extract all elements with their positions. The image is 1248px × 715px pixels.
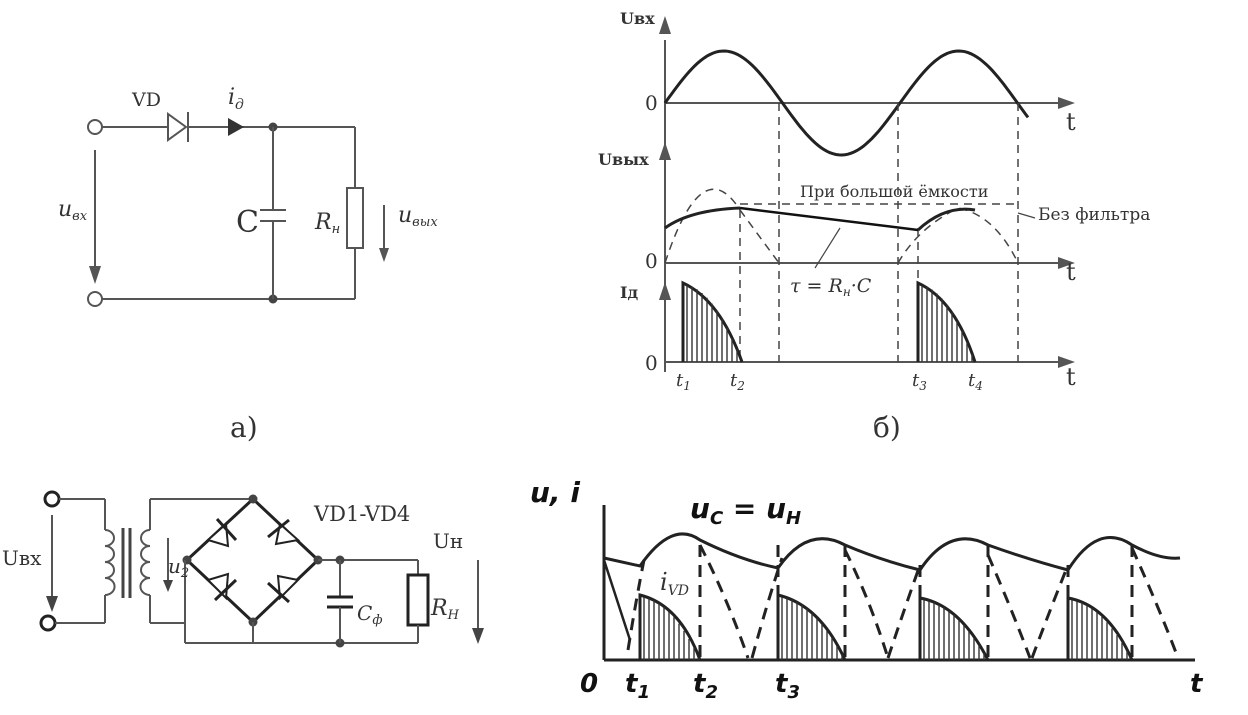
b-tau-label: τ = Rн·C — [790, 275, 872, 299]
b-t4: t4 — [968, 370, 983, 393]
b-t2: t2 — [730, 370, 745, 393]
b-current-pulse-2 — [916, 280, 977, 363]
b-input-sine — [663, 49, 1030, 157]
d-pulse-1 — [638, 593, 702, 661]
b-current-pulse-1 — [681, 280, 744, 363]
resistor-label: Rн — [314, 210, 340, 237]
capacitor-c — [260, 209, 286, 222]
c-u2-label: u2 — [168, 554, 189, 581]
caption-a: а) — [230, 411, 258, 444]
b-zero-2: 0 — [645, 249, 658, 273]
c-primary-coil — [104, 529, 116, 596]
input-terminal-top — [87, 119, 103, 135]
diode-label: VD — [131, 89, 161, 111]
b-id-label: Iд — [620, 283, 638, 302]
b-t-3: t — [1066, 363, 1076, 391]
b-t-2: t — [1066, 258, 1076, 286]
b-t-1: t — [1066, 108, 1076, 136]
b-no-filter-1 — [664, 188, 741, 264]
b-zero-1: 0 — [645, 91, 658, 115]
b-no-filter-2 — [897, 207, 1019, 264]
d-y-label: u, i — [530, 476, 580, 509]
panel-a-circuit: VD iд uвх C Rн uвых а) — [58, 85, 438, 444]
b-no-filter-label: Без фильтра — [1038, 205, 1150, 225]
u-out-label: uвых — [398, 203, 438, 230]
c-res-label: RН — [430, 596, 460, 623]
b-uout-label: Uвых — [598, 150, 649, 169]
b-uin-label: Uвх — [620, 9, 655, 28]
b-filtered-output — [664, 206, 741, 230]
c-uload-label: Uн — [433, 529, 463, 553]
d-uc-label: uC = uН — [690, 492, 801, 529]
d-uc-envelope — [603, 532, 1181, 572]
b-t3: t3 — [912, 370, 927, 393]
c-terminal-bottom — [39, 614, 57, 632]
c-load-resistor — [406, 573, 430, 627]
d-ivd-label: iVD — [660, 568, 689, 599]
d-t3: t3 — [775, 669, 800, 703]
input-terminal-bottom — [87, 291, 103, 307]
d-pulse-3 — [918, 596, 990, 661]
c-terminal-top — [43, 490, 61, 508]
c-uin-label: Uвх — [2, 546, 42, 570]
current-label: iд — [228, 85, 244, 113]
diode-vd — [167, 112, 189, 142]
resistor-rn — [346, 187, 364, 249]
panel-c-bridge: Uвх u2 VD1-VD4 Uн Cф RН — [2, 490, 484, 648]
c-secondary-coil — [139, 529, 151, 596]
c-bridge-label: VD1-VD4 — [313, 502, 410, 526]
c-bridge-diodes — [185, 497, 320, 624]
d-t2: t2 — [693, 669, 718, 703]
c-cap-label: Cф — [357, 601, 383, 628]
panel-b-timing: Uвх 0 t Uвых 0 t Iд 0 t При большой ёмко… — [598, 9, 1150, 444]
d-t-axis: t — [1190, 669, 1204, 699]
capacitor-label: C — [236, 205, 259, 240]
d-pulse-4 — [1066, 596, 1134, 661]
current-arrow — [228, 118, 244, 136]
b-zero-3: 0 — [645, 351, 658, 375]
caption-b: б) — [873, 411, 901, 444]
b-big-cap-label: При большой ёмкости — [800, 182, 988, 201]
u-in-label: uвх — [58, 197, 88, 224]
panel-d-waveform: u, i uC = uН iVD 0 t1 t2 t3 t — [530, 476, 1204, 703]
b-t1: t1 — [676, 370, 691, 393]
d-t1: t1 — [625, 669, 650, 703]
d-zero: 0 — [580, 669, 598, 699]
